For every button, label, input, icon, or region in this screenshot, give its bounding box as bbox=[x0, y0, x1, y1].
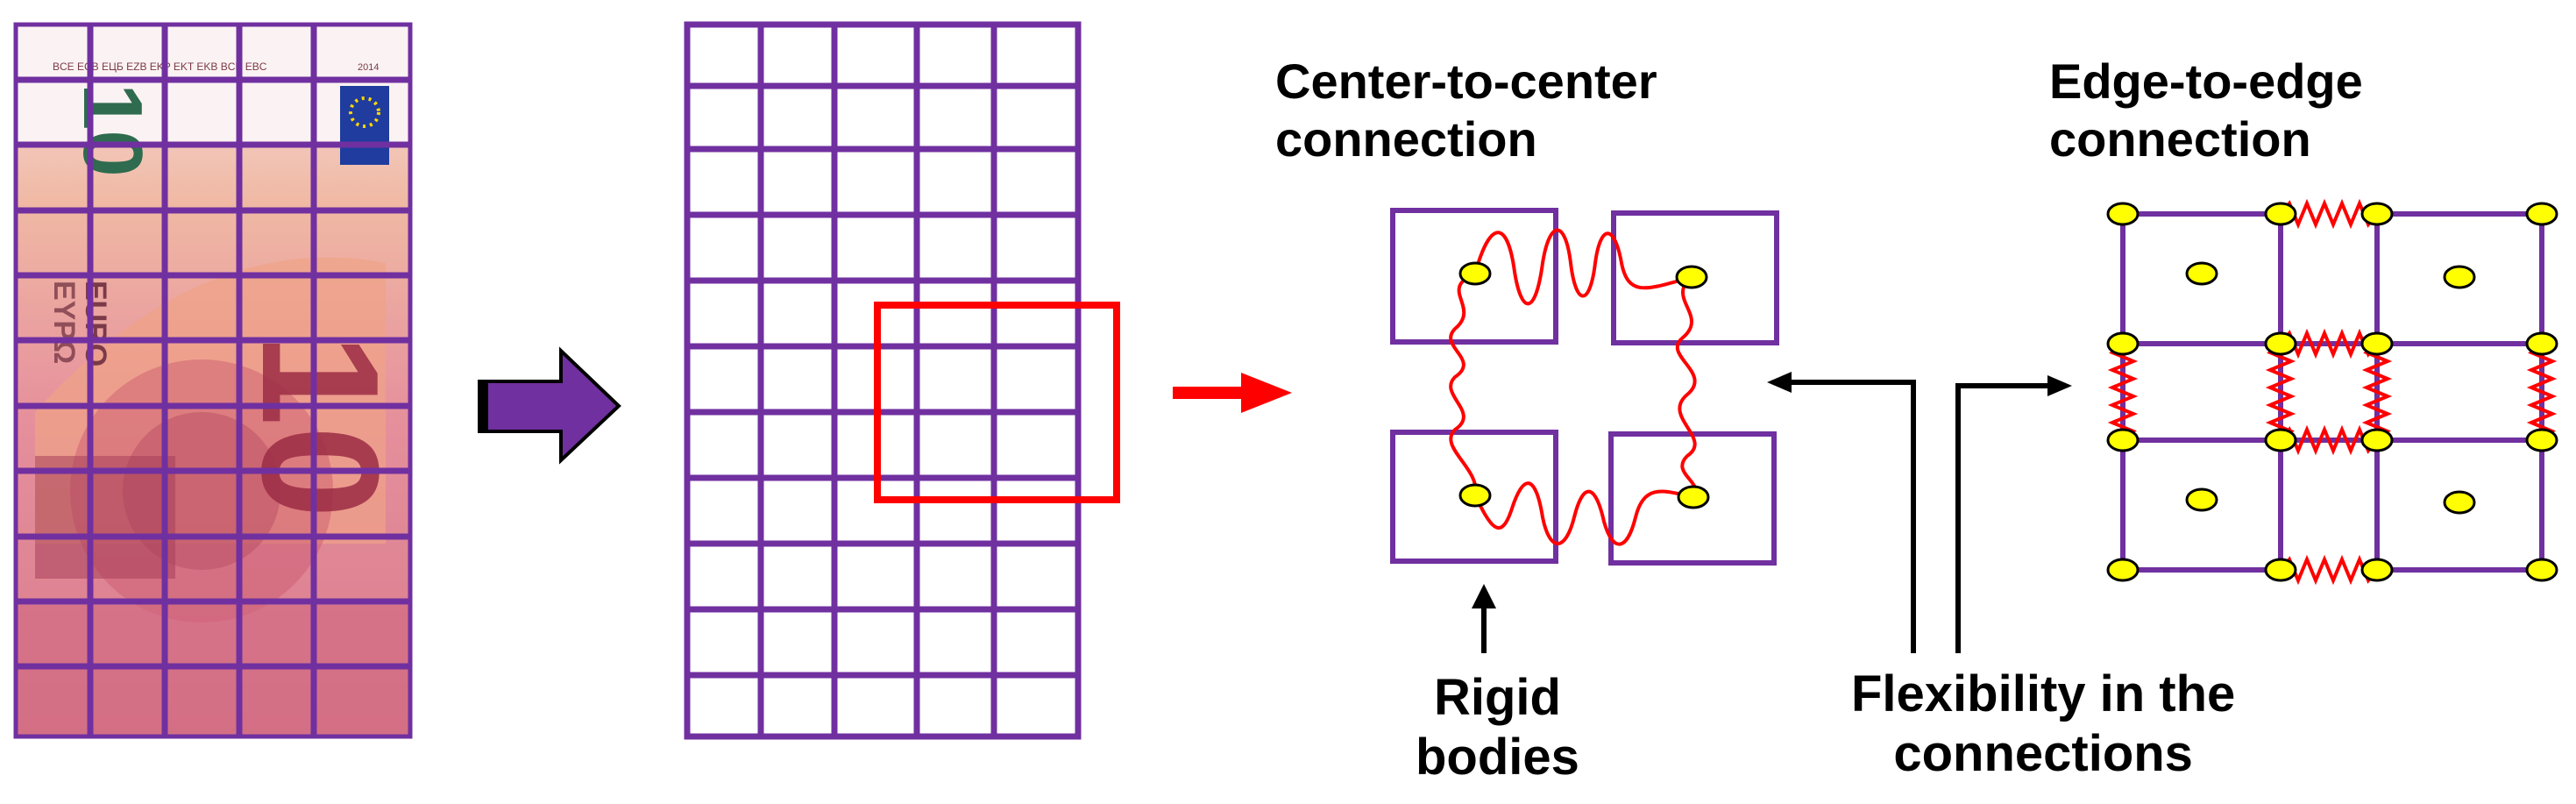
center-to-center-title: Center-to-center connection bbox=[1275, 53, 1657, 168]
banknote-year: 2014 bbox=[358, 62, 379, 73]
rigid-body-top-left bbox=[1390, 208, 1558, 345]
center-to-center-title-line1: Center-to-center bbox=[1275, 53, 1657, 109]
rigid-body-top-right bbox=[1611, 210, 1779, 345]
edge-to-edge-diagram bbox=[2106, 198, 2558, 586]
edge-to-edge-title-line1: Edge-to-edge bbox=[2049, 53, 2363, 109]
flexibility-label: Flexibility in the connections bbox=[1851, 665, 2235, 785]
pointer-arrows bbox=[1481, 380, 2051, 653]
eu-flag-icon bbox=[340, 86, 389, 165]
springs-center bbox=[1449, 228, 1698, 546]
banknote-currency-latin: EURO bbox=[79, 281, 112, 366]
highlight-box bbox=[874, 302, 1120, 503]
rigid-body-bottom-left bbox=[1390, 430, 1558, 564]
red-arrow-icon bbox=[1173, 373, 1292, 413]
rigid-bodies-label: Rigid bodies bbox=[1416, 668, 1579, 788]
banknote-overlay-grid bbox=[16, 25, 410, 736]
rigid-bodies-line1: Rigid bbox=[1433, 669, 1561, 726]
flexibility-line2: connections bbox=[1893, 725, 2193, 783]
flex-pointer-arrow-left bbox=[1788, 380, 1916, 653]
arrowhead-icon bbox=[1767, 372, 1792, 393]
edge-to-edge-title-line2: connection bbox=[2049, 111, 2311, 167]
arrowhead-icon bbox=[1472, 584, 1496, 608]
purple-grid bbox=[684, 21, 1082, 740]
banknote-currency-greek: ΕΥΡΩ bbox=[47, 281, 81, 364]
edge-to-edge-title: Edge-to-edge connection bbox=[2049, 53, 2363, 168]
center-nodes bbox=[1458, 261, 1710, 509]
rigid-cell-3 bbox=[2278, 341, 2380, 443]
center-to-center-title-line2: connection bbox=[1275, 111, 1537, 167]
banknote-denomination-large: 10 bbox=[227, 333, 413, 518]
flexibility-line1: Flexibility in the bbox=[1851, 665, 2236, 722]
flex-pointer-arrow-right bbox=[1955, 383, 2051, 653]
banknote-denomination-green: 10 bbox=[66, 83, 160, 177]
banknote-top-text: BCE ECB ЕЦБ EZB EKP EKT EKB BCE EBC bbox=[53, 60, 267, 73]
banknote-image: BCE ECB ЕЦБ EZB EKP EKT EKB BCE EBC 2014… bbox=[13, 22, 413, 739]
center-to-center-diagram bbox=[1390, 208, 1779, 566]
rigid-bodies-line2: bodies bbox=[1416, 729, 1579, 786]
springs-edge bbox=[2107, 198, 2558, 586]
edge-nodes bbox=[2106, 202, 2558, 582]
arrowhead-icon bbox=[2047, 375, 2072, 396]
purple-block-arrow-icon bbox=[478, 346, 621, 465]
